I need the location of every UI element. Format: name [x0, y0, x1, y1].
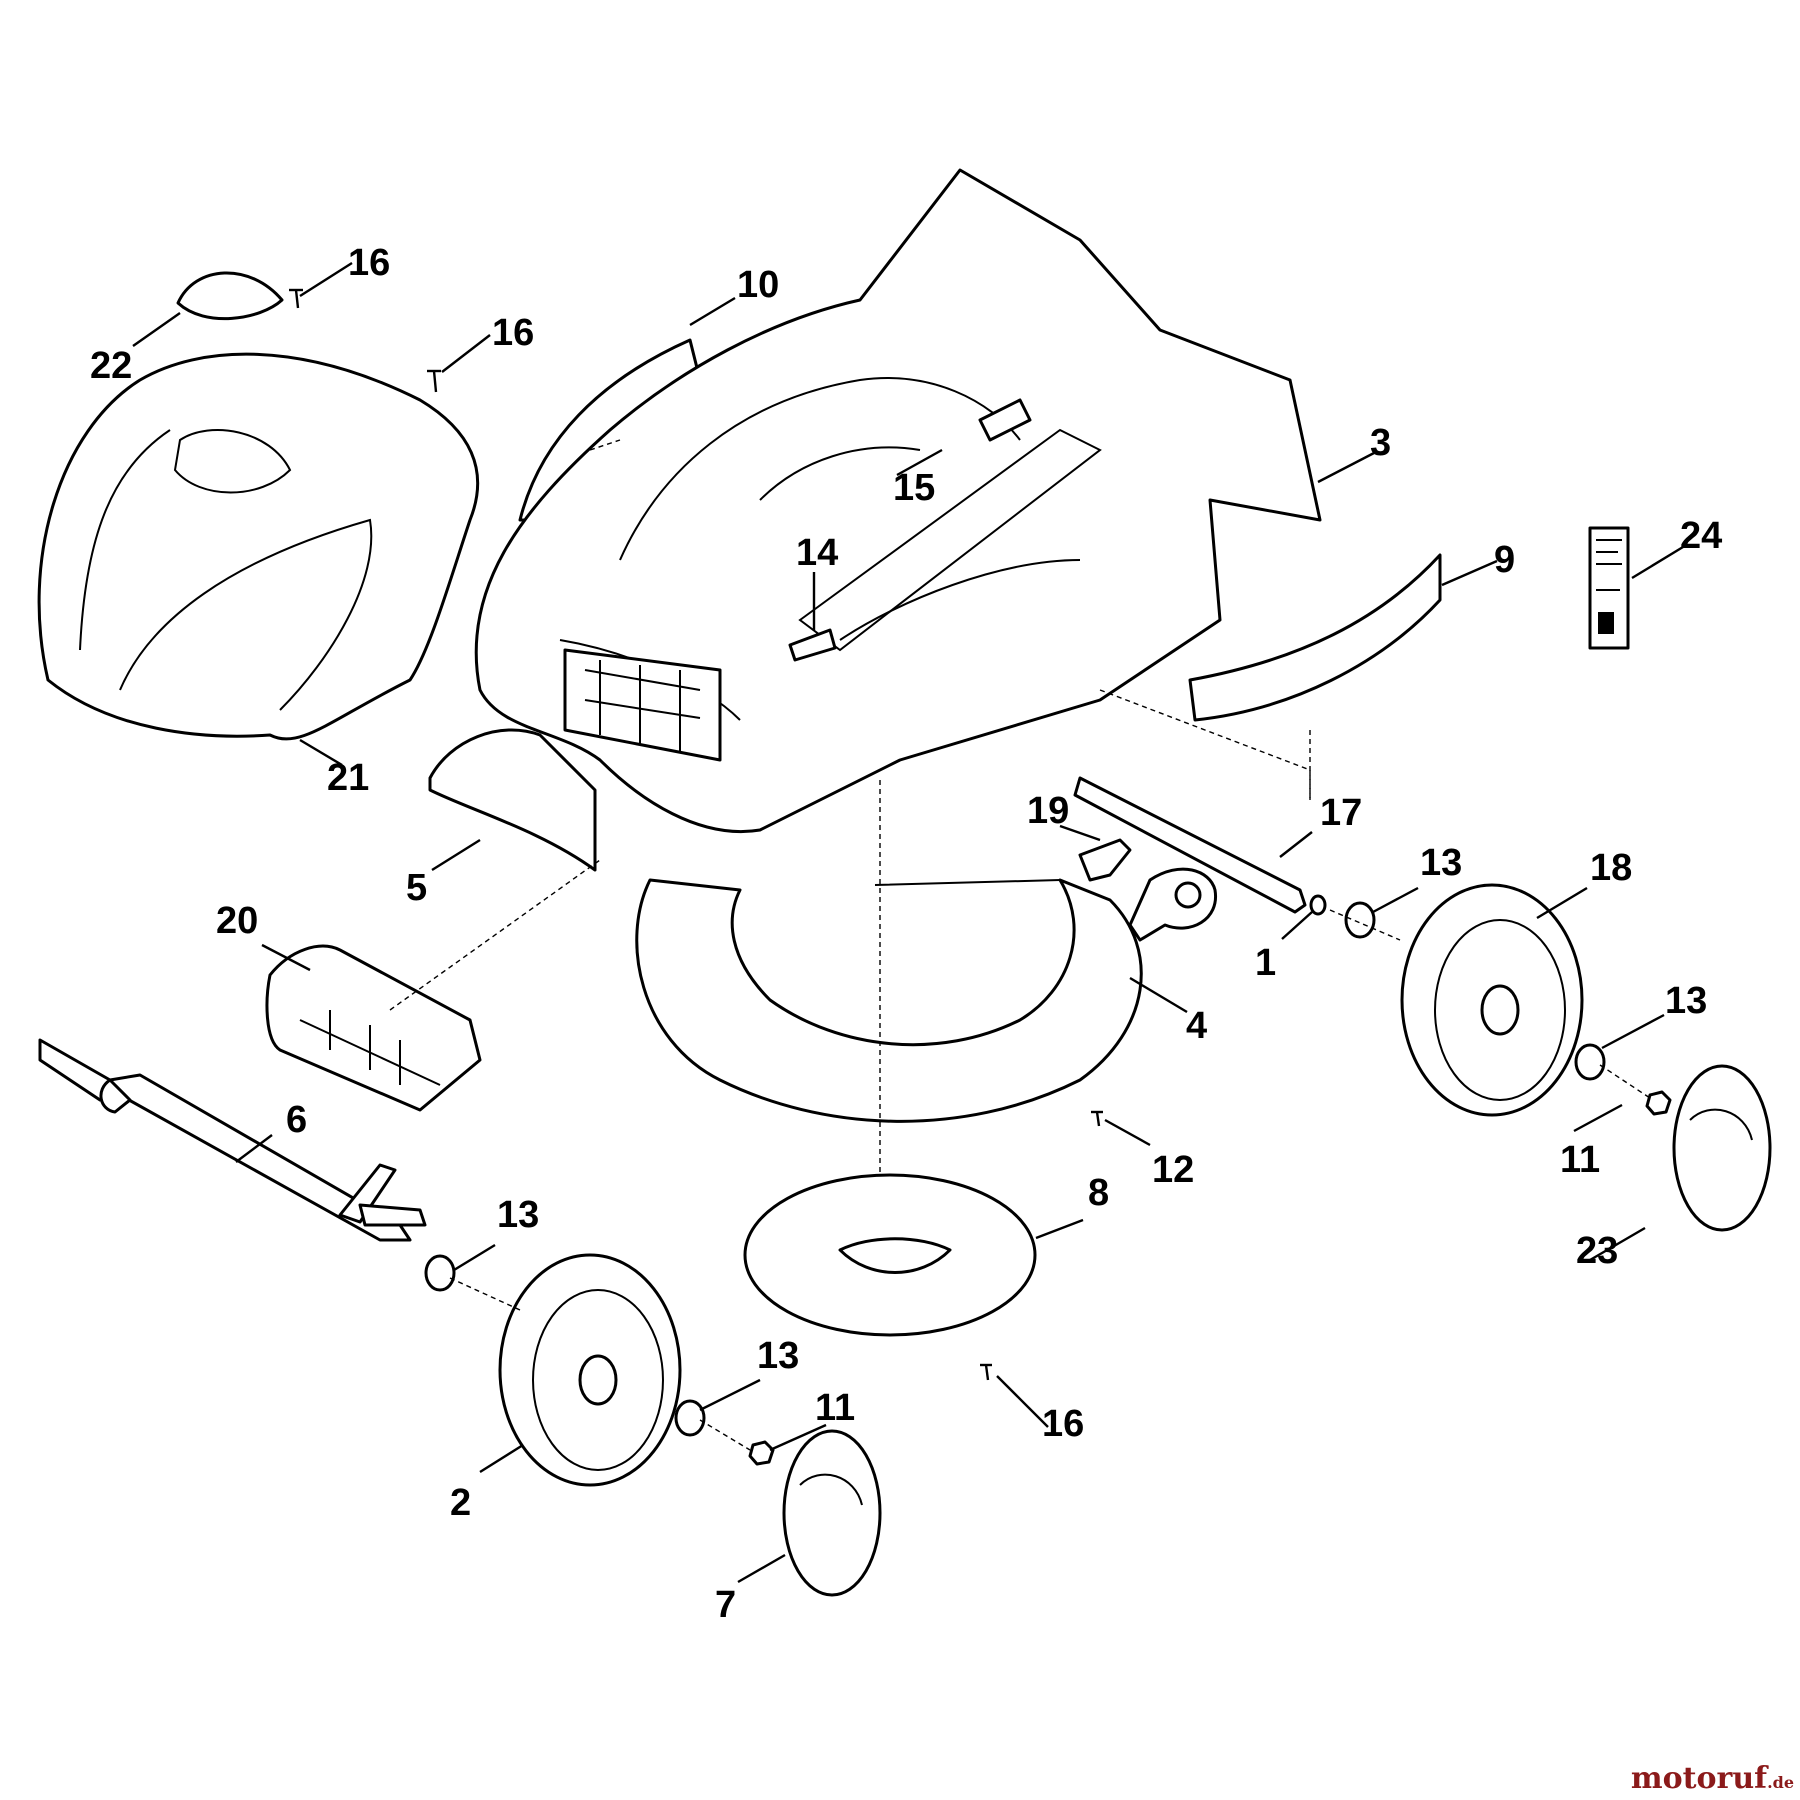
callout-8: 8 — [1088, 1172, 1109, 1214]
part-6-axle — [38, 1038, 427, 1242]
watermark: motoruf.de — [1631, 1761, 1794, 1796]
part-12-screw — [1091, 1110, 1103, 1127]
callout-16-bottom: 16 — [1042, 1403, 1084, 1445]
part-16-screw-top — [289, 288, 303, 309]
part-9-rear-flap — [1188, 553, 1442, 722]
callout-20: 20 — [216, 900, 258, 942]
part-21-front-cover — [37, 352, 480, 741]
callout-15: 15 — [893, 467, 935, 509]
part-20-mulch-insert — [265, 944, 482, 1112]
part-15-latch — [978, 398, 1032, 442]
callout-3: 3 — [1370, 422, 1391, 464]
callout-18: 18 — [1590, 847, 1632, 889]
callout-22: 22 — [90, 345, 132, 387]
watermark-brand: motoruf — [1630, 1761, 1768, 1796]
part-2-front-wheel — [498, 1253, 682, 1487]
callout-16-top: 16 — [348, 242, 390, 284]
callout-13-front-outer: 13 — [757, 1335, 799, 1377]
callout-2: 2 — [450, 1482, 471, 1524]
callout-11-front: 11 — [815, 1387, 855, 1429]
callout-12: 12 — [1152, 1149, 1194, 1191]
assembly-guides — [389, 439, 1651, 1451]
part-8-blade-plate — [743, 1173, 1037, 1337]
part-13-bearing-front-inner — [424, 1254, 456, 1292]
callout-13-front-inner: 13 — [497, 1194, 539, 1236]
callout-16-cover: 16 — [492, 312, 534, 354]
callout-17: 17 — [1320, 792, 1362, 834]
part-4-top-edge — [649, 879, 1061, 891]
part-14-clip — [788, 628, 837, 662]
part-5-front-flap — [428, 728, 597, 872]
part-19-bracket — [1078, 838, 1132, 882]
part-16-screw-bottom — [980, 1363, 992, 1381]
watermark-domain: .de — [1767, 1773, 1794, 1792]
part-13-bearing-rear-outer — [1574, 1043, 1606, 1081]
part-24-label — [1588, 526, 1630, 650]
part-13-bearing-front-outer — [674, 1399, 706, 1437]
part-1-washer — [1309, 894, 1327, 916]
part-17-rear-axle — [1073, 776, 1307, 942]
part-4-baffle — [635, 878, 1143, 1123]
part-11-nut-front — [748, 1440, 775, 1466]
callout-21: 21 — [327, 757, 369, 799]
callout-14: 14 — [796, 532, 838, 574]
callout-5: 5 — [406, 867, 427, 909]
callout-13-rear-inner: 13 — [1420, 842, 1462, 884]
part-7-hubcap-front — [782, 1429, 882, 1597]
part-18-rear-wheel — [1400, 883, 1584, 1117]
callout-labels: 16 22 16 10 3 15 14 9 24 21 5 19 17 13 1… — [90, 242, 1722, 1626]
callout-23: 23 — [1576, 1230, 1618, 1272]
callout-4: 4 — [1186, 1005, 1207, 1047]
part-13-bearing-rear-inner — [1344, 901, 1376, 939]
callout-9: 9 — [1494, 539, 1515, 581]
callout-10: 10 — [737, 264, 779, 306]
part-16-screw-cover — [427, 369, 441, 393]
callout-13-rear-outer: 13 — [1665, 980, 1707, 1022]
callout-7: 7 — [715, 1584, 736, 1626]
part-23-hubcap-rear — [1672, 1064, 1772, 1232]
part-11-nut-rear — [1645, 1090, 1672, 1116]
callout-11-rear: 11 — [1560, 1139, 1600, 1181]
leader-lines — [132, 261, 1684, 1584]
callout-6: 6 — [286, 1099, 307, 1141]
callout-1: 1 — [1255, 942, 1276, 984]
callout-24: 24 — [1680, 515, 1722, 557]
part-22-cap — [176, 271, 284, 321]
callout-19: 19 — [1027, 790, 1069, 832]
